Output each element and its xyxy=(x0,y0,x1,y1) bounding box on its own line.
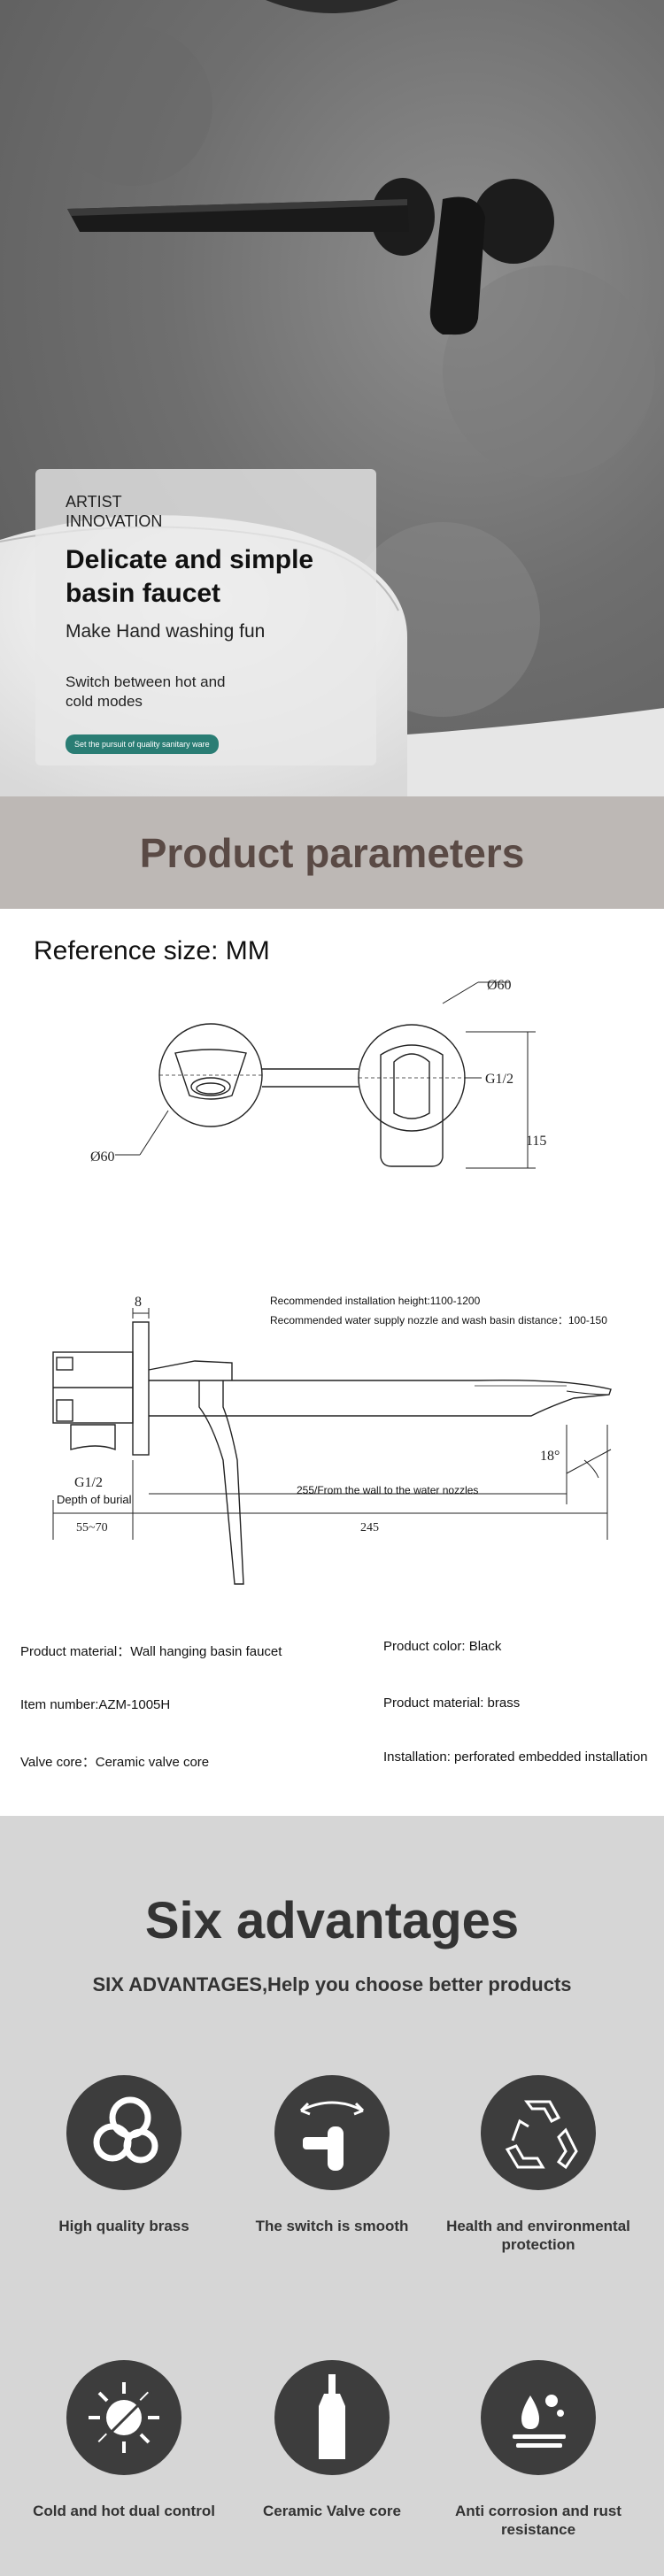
spout-outlet xyxy=(174,1049,247,1100)
advantage-label: Anti corrosion and rust resistance xyxy=(455,2503,622,2538)
advantage-item: Ceramic Valve core xyxy=(226,2360,438,2520)
spec-item-number: Item number:AZM-1005H xyxy=(20,1697,171,1712)
dim-thread-side: G1/2 xyxy=(74,1475,103,1490)
advantage-label: High quality brass xyxy=(58,2218,189,2234)
hero-kicker: ARTIST INNOVATION xyxy=(66,493,163,530)
water-drop-icon xyxy=(481,2360,596,2475)
spec-material-left: Product material：Wall hanging basin fauc… xyxy=(20,1644,282,1659)
hero-subtitle: Make Hand washing fun xyxy=(66,621,266,642)
dim-diameter-top: Ø60 xyxy=(487,978,512,993)
hero-section: ARTIST INNOVATION Delicate and simple ba… xyxy=(0,0,664,796)
dim-burial-range: 55~70 xyxy=(76,1521,108,1534)
dim-diameter-left: Ø60 xyxy=(90,1150,115,1165)
advantage-label: Ceramic Valve core xyxy=(263,2503,401,2519)
hero-pill-button[interactable]: Set the pursuit of quality sanitary ware xyxy=(66,734,219,754)
advantages-subtitle: SIX ADVANTAGES,Help you choose better pr… xyxy=(92,1973,572,1995)
advantage-item: Health and environmental protection xyxy=(432,2075,645,2254)
hero-card: ARTIST INNOVATION Delicate and simple ba… xyxy=(35,469,376,765)
advantage-item: The switch is smooth xyxy=(226,2075,438,2235)
advantages-title: Six advantages xyxy=(144,1892,520,1949)
lever-switch-icon xyxy=(274,2075,390,2190)
spec-valve: Valve core：Ceramic valve core xyxy=(20,1755,210,1770)
technical-drawing: Ø60 Ø60 G1/2 115 8 G1/2 55~70 245 18° 11… xyxy=(52,978,612,1585)
advantage-label: The switch is smooth xyxy=(255,2218,409,2234)
reach-label: 255/From the wall to the water nozzles xyxy=(297,1484,479,1496)
spec-color: Product color: Black xyxy=(383,1639,502,1654)
hero-description: Switch between hot and cold modes xyxy=(66,673,226,710)
dim-angle: 18° xyxy=(540,1449,560,1464)
advantage-label: Cold and hot dual control xyxy=(33,2503,215,2519)
advantage-item: High quality brass xyxy=(18,2075,230,2235)
dim-spout-length: 245 xyxy=(360,1521,379,1534)
valve-core-icon xyxy=(274,2360,390,2475)
sun-snowflake-icon xyxy=(66,2360,181,2475)
advantage-item: Cold and hot dual control xyxy=(18,2360,230,2520)
spec-material-right: Product material: brass xyxy=(383,1696,521,1711)
advantages-section: Six advantages SIX ADVANTAGES,Help you c… xyxy=(0,1816,664,2576)
recycle-icon xyxy=(481,2075,596,2190)
dim-thread-front: G1/2 xyxy=(485,1072,513,1087)
install-height-note: Recommended installation height:1100-120… xyxy=(270,1295,481,1307)
reference-size: Reference size: MM xyxy=(34,936,270,965)
brass-balls-icon xyxy=(66,2075,181,2190)
dim-height-text: 115 xyxy=(526,1134,546,1149)
nozzle-distance-note: Recommended water supply nozzle and wash… xyxy=(270,1314,607,1326)
spec-installation: Installation: perforated embedded instal… xyxy=(383,1749,648,1765)
handle-lever xyxy=(380,1044,444,1167)
parameters-banner: Product parameters xyxy=(0,796,664,909)
dim-thickness: 8 xyxy=(135,1295,142,1310)
depth-of-burial-label: Depth of burial xyxy=(57,1493,132,1506)
advantage-item: Anti corrosion and rust resistance xyxy=(432,2360,645,2539)
hero-title: Delicate and simple basin faucet xyxy=(66,545,314,608)
advantage-label: Health and environmental protection xyxy=(446,2218,630,2253)
parameters-title: Product parameters xyxy=(139,829,525,876)
